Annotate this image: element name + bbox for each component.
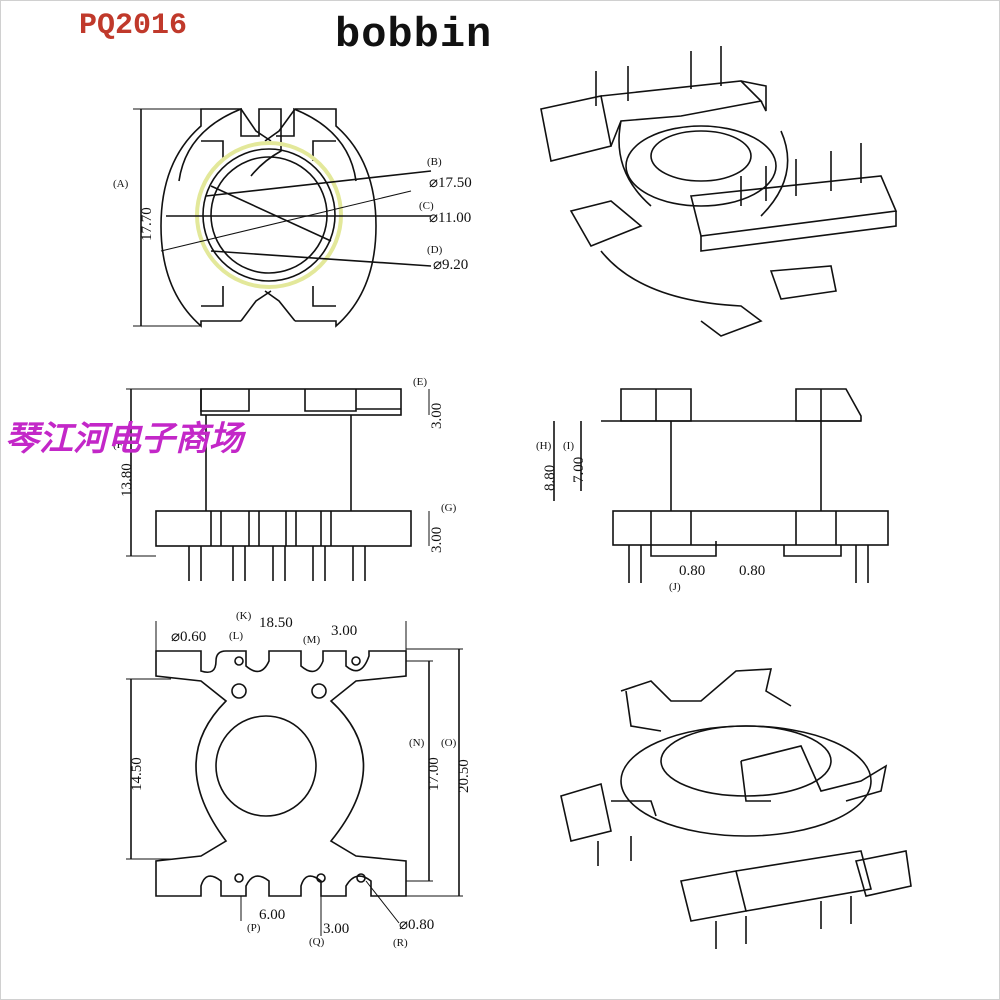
bottom-view — [126, 621, 463, 936]
dim-r: ⌀0.80 — [399, 917, 434, 933]
dim-e: 3.00 — [429, 403, 445, 429]
label-p: (P) — [247, 922, 261, 934]
label-k: (K) — [236, 610, 252, 622]
label-c: (C) — [419, 200, 434, 212]
side-view — [553, 388, 889, 583]
dim-l: ⌀0.60 — [171, 629, 206, 645]
top-view — [133, 107, 432, 328]
isometric-view-bottom — [560, 668, 912, 949]
dim-left: 14.50 — [129, 757, 145, 791]
label-n: (N) — [409, 737, 425, 749]
dim-j2: 0.80 — [739, 563, 765, 579]
page-title: bobbin — [335, 11, 493, 59]
label-r: (R) — [393, 937, 408, 949]
dim-j1: 0.80 — [679, 563, 705, 579]
label-f: (F) — [113, 439, 127, 451]
dim-b: ⌀17.50 — [429, 175, 472, 191]
label-e: (E) — [413, 376, 427, 388]
label-q: (Q) — [309, 936, 325, 948]
dim-q: 3.00 — [323, 921, 349, 937]
dim-i: 7.00 — [571, 457, 587, 483]
dim-a: 17.70 — [139, 207, 155, 241]
label-j: (J) — [669, 581, 681, 593]
dim-p: 6.00 — [259, 907, 285, 923]
dim-d: ⌀9.20 — [433, 257, 468, 273]
dim-m: 3.00 — [331, 623, 357, 639]
dim-c: ⌀11.00 — [429, 210, 471, 226]
label-g: (G) — [441, 502, 457, 514]
label-b: (B) — [427, 156, 442, 168]
label-d: (D) — [427, 244, 443, 256]
label-i: (I) — [563, 440, 574, 452]
isometric-view-top — [540, 46, 898, 337]
dim-o: 20.50 — [456, 759, 472, 793]
front-view — [126, 388, 430, 581]
dim-n: 17.00 — [426, 757, 442, 791]
model-code: PQ2016 — [79, 9, 188, 43]
dim-h: 8.80 — [542, 465, 558, 491]
label-o: (O) — [441, 737, 457, 749]
dim-f: 13.80 — [119, 463, 135, 497]
watermark-text: 琴江河电子商场 — [5, 419, 243, 459]
dim-g: 3.00 — [429, 527, 445, 553]
label-h: (H) — [536, 440, 552, 452]
label-a: (A) — [113, 178, 129, 190]
label-l: (L) — [229, 630, 243, 642]
dim-k: 18.50 — [259, 615, 293, 631]
label-m: (M) — [303, 634, 320, 646]
